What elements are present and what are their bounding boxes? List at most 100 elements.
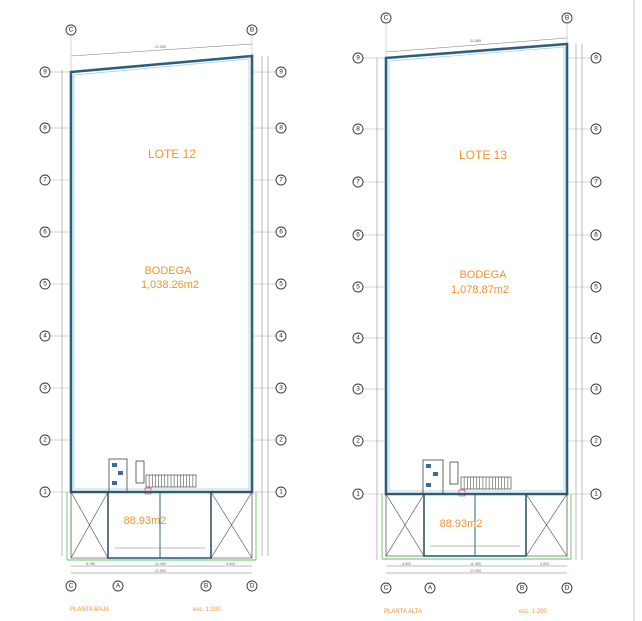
row-axis-bubble: 9 [252, 66, 287, 78]
svg-text:4.800: 4.800 [402, 562, 411, 566]
svg-text:21.900: 21.900 [470, 569, 481, 573]
row-axis-bubble: 3 [252, 382, 287, 394]
svg-text:C: C [69, 583, 74, 590]
row-axis-bubble: 2 [39, 434, 71, 446]
svg-text:21.585: 21.585 [155, 45, 166, 49]
svg-text:6: 6 [279, 229, 283, 236]
svg-text:7: 7 [594, 179, 598, 186]
top-dimension: 21.585 [385, 37, 568, 53]
bottom-dimensions: 4.800 11.460 4.800 21.900 [386, 562, 567, 574]
svg-text:4: 4 [594, 335, 598, 342]
row-axis-bubble: 8 [567, 123, 602, 135]
svg-text:A: A [116, 583, 121, 590]
svg-text:5: 5 [279, 281, 283, 288]
row-axis-bubble: 6 [252, 226, 287, 238]
row-axis-bubble: 7 [352, 176, 386, 188]
plan-lote-12: C B 21.585 9 8 7 6 5 4 3 2 1 9 8 7 6 5 4 3 2 1 [39, 24, 287, 613]
plan-lote-13: C B 21.585 9 8 7 6 5 4 3 2 1 9 8 7 6 5 4 3 2 1 [352, 12, 602, 615]
row-axis-bubble: 5 [567, 281, 602, 293]
row-axis-bubble: 3 [567, 383, 602, 395]
svg-text:11.460: 11.460 [155, 562, 166, 566]
svg-text:8: 8 [43, 125, 47, 132]
row-axis-bubble: 6 [352, 229, 386, 241]
row-axis-bubble: 2 [252, 434, 287, 446]
row-axis-bubble: 1 [567, 488, 602, 500]
row-axis-bubble: 4 [352, 332, 386, 344]
row-axis-bubble: 7 [567, 176, 602, 188]
row-axes-right: 9 8 7 6 5 4 3 2 1 [567, 52, 602, 500]
area-label: 1,078,87m2 [451, 284, 509, 296]
svg-text:D: D [565, 585, 570, 592]
row-axis-bubble: 4 [567, 332, 602, 344]
office-block [422, 459, 512, 497]
svg-text:11.460: 11.460 [470, 562, 481, 566]
svg-text:1: 1 [594, 491, 598, 498]
row-axis-bubble: 6 [567, 229, 602, 241]
svg-text:6: 6 [43, 229, 47, 236]
row-axis-bubble: 5 [252, 278, 287, 290]
landscape-edge [381, 494, 572, 560]
area-label: 1,038.26m2 [141, 279, 199, 291]
row-axis-bubble: 8 [39, 122, 71, 134]
svg-text:3: 3 [279, 385, 283, 392]
office-area-label: 88.93m2 [440, 518, 483, 530]
svg-text:B: B [250, 27, 254, 34]
row-axis-bubble: 8 [252, 122, 287, 134]
row-axis-bubble: 9 [39, 66, 71, 78]
row-axis-bubble: 4 [39, 330, 71, 342]
svg-text:1: 1 [356, 491, 360, 498]
svg-text:B: B [520, 585, 524, 592]
svg-text:6: 6 [594, 232, 598, 239]
row-axis-bubble: 5 [39, 278, 71, 290]
svg-text:9: 9 [356, 55, 360, 62]
svg-text:D: D [250, 583, 255, 590]
svg-text:C: C [384, 15, 389, 22]
row-axis-bubble: 6 [39, 226, 71, 238]
svg-text:6.780: 6.780 [86, 562, 95, 566]
office-area-label: 88.93m2 [124, 515, 167, 527]
floor-label: PLANTA BAJA [70, 607, 109, 613]
svg-text:7: 7 [279, 177, 283, 184]
row-axis-bubble: 4 [252, 330, 287, 342]
lot-label: LOTE 12 [148, 147, 196, 161]
svg-text:5: 5 [356, 284, 360, 291]
svg-text:B: B [204, 583, 208, 590]
svg-text:3: 3 [594, 386, 598, 393]
row-axis-bubble: 2 [567, 435, 602, 447]
row-axis-bubble: 5 [352, 281, 386, 293]
column-axes-bottom: C A B D [380, 582, 573, 594]
row-axis-bubble: 9 [567, 52, 602, 64]
top-dimension: 21.585 [70, 43, 253, 57]
row-axis-bubble: 1 [252, 486, 287, 498]
svg-text:2: 2 [43, 437, 47, 444]
scale-label: esc. 1:200 [193, 607, 221, 613]
svg-text:8: 8 [594, 126, 598, 133]
exterior-bay-right [525, 493, 568, 557]
floor-label: PLANTA ALTA [384, 609, 422, 615]
lot-label: LOTE 13 [459, 148, 507, 162]
row-axis-bubble: 1 [352, 488, 386, 500]
office-block [108, 458, 197, 495]
svg-text:C: C [384, 585, 389, 592]
svg-text:4.800: 4.800 [226, 562, 235, 566]
svg-text:6: 6 [356, 232, 360, 239]
staircase [460, 476, 512, 490]
row-axis-bubble: 9 [352, 52, 386, 64]
staircase [145, 474, 197, 488]
svg-text:5: 5 [594, 284, 598, 291]
svg-text:4: 4 [279, 333, 283, 340]
row-axes-right: 9 8 7 6 5 4 3 2 1 [252, 66, 287, 498]
svg-text:8: 8 [279, 125, 283, 132]
row-axis-bubble: 3 [352, 383, 386, 395]
svg-text:8: 8 [356, 126, 360, 133]
svg-text:C: C [69, 27, 74, 34]
svg-text:B: B [565, 15, 569, 22]
row-axis-bubble: 7 [39, 174, 71, 186]
svg-text:2: 2 [279, 437, 283, 444]
svg-text:9: 9 [594, 55, 598, 62]
svg-text:2: 2 [594, 438, 598, 445]
scale-label: esc. 1:200 [519, 609, 547, 615]
svg-text:7: 7 [356, 179, 360, 186]
